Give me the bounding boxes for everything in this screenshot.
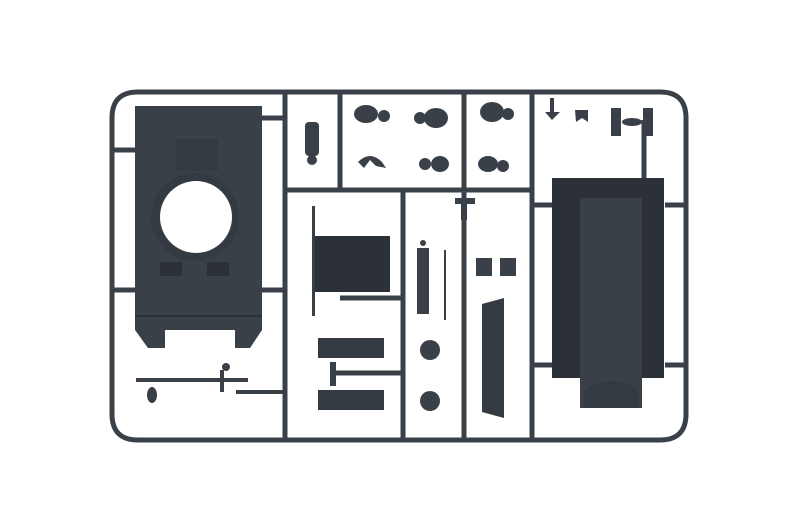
standing-figure [305, 122, 319, 165]
hull-top-plate [135, 106, 262, 348]
gun-barrel [136, 363, 286, 403]
t-fitting [455, 198, 475, 220]
side-plate [312, 206, 390, 316]
sprockets [420, 340, 440, 411]
front-plate [482, 298, 504, 418]
track-blocks [318, 338, 384, 410]
small-fittings [545, 98, 653, 136]
antenna [444, 250, 446, 320]
hatches [476, 258, 516, 276]
sprue-frame [109, 89, 689, 443]
crew-figures [354, 102, 514, 172]
roller-part [417, 240, 429, 314]
hull-bottom-plate [552, 178, 664, 408]
